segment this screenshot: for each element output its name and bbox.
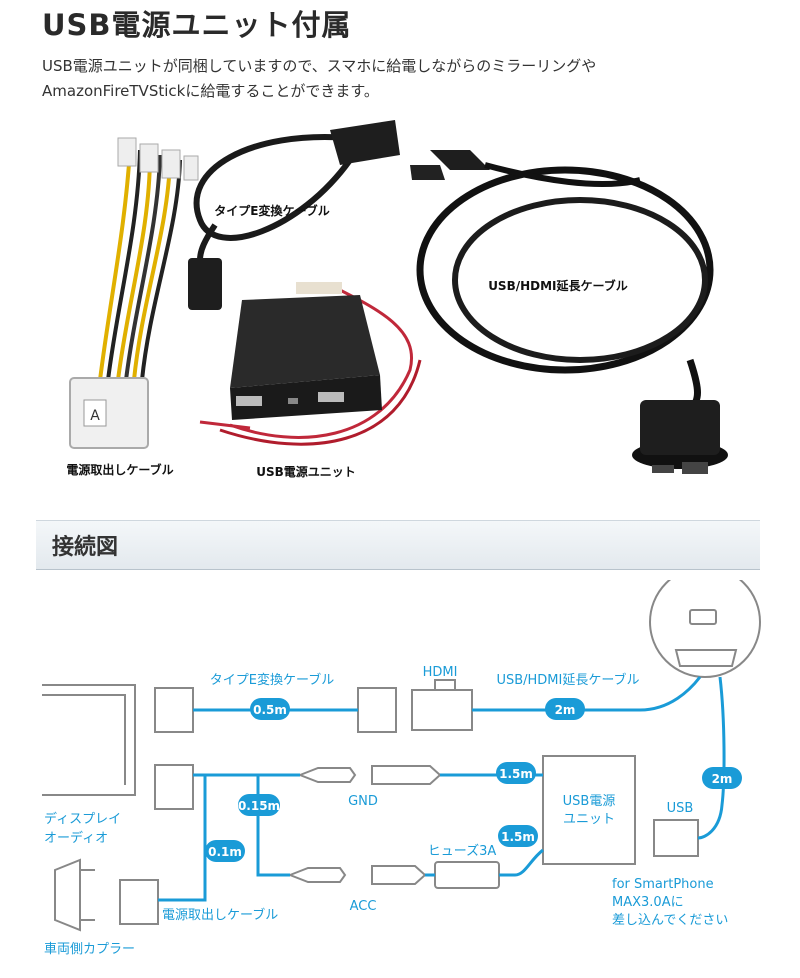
- section-header: 接続図: [36, 520, 760, 570]
- badge-01: 0.1m: [208, 845, 242, 859]
- display-inner: [42, 694, 126, 785]
- label-acc: ACC: [350, 899, 377, 914]
- label-hdmi: HDMI: [423, 665, 458, 680]
- gnd-plug: [371, 765, 442, 785]
- acc-terminal: [287, 867, 347, 883]
- unit-line-1: USB電源: [563, 794, 616, 809]
- type-e-right-box: [357, 687, 397, 733]
- length-badges: [205, 698, 742, 862]
- description-line-1: USB電源ユニットが同梱していますので、スマホに給電しながらのミラーリングや: [42, 57, 597, 75]
- label-type-e: タイプE変換ケーブル: [210, 672, 334, 688]
- display-outline: [42, 684, 136, 796]
- hdmi-box: [411, 689, 473, 731]
- label-power-cable: 電源取出しケーブル: [66, 462, 173, 477]
- badge-015: 0.15m: [238, 799, 280, 813]
- connection-diagram: 0.5m 2m 1.5m 0.15m 0.1m 1.5m 2m タイプE変換ケー…: [42, 580, 761, 957]
- description-line-2: AmazonFireTVStickに給電することができます。: [42, 82, 379, 100]
- type-e-left-box: [154, 687, 194, 733]
- cable-acc: [256, 775, 544, 877]
- smartphone-line-2: MAX3.0Aに: [612, 895, 684, 910]
- power-connector-box: [119, 879, 159, 925]
- badge-2m-right: 2m: [712, 772, 733, 786]
- badge-2m-top: 2m: [555, 703, 576, 717]
- acc-plug: [371, 865, 427, 885]
- faceplate-hdmi-slot: [674, 649, 738, 667]
- hdmi-plug: [434, 679, 456, 691]
- label-coupler: 車両側カプラー: [44, 942, 135, 957]
- page-title: USB電源ユニット付属: [42, 8, 352, 42]
- vehicle-coupler: [54, 858, 95, 932]
- smartphone-line-3: 差し込んでください: [612, 913, 728, 928]
- label-usb-unit: USB電源ユニット: [256, 464, 356, 479]
- cable-power: [158, 775, 207, 902]
- badge-15-gnd: 1.5m: [499, 767, 533, 781]
- faceplate-circle: [649, 580, 761, 678]
- label-fuse: ヒューズ3A: [428, 843, 497, 859]
- usb-hdmi-cable: [410, 150, 728, 474]
- section-title: 接続図: [52, 535, 119, 560]
- cable-usb-right: [697, 676, 726, 840]
- label-power-cable: 電源取出しケーブル: [162, 907, 278, 923]
- fuse-box: [434, 861, 500, 889]
- label-usb-hdmi-cable: USB/HDMI延長ケーブル: [488, 278, 628, 293]
- display-line-2: オーディオ: [44, 830, 108, 846]
- faceplate-usb-slot: [689, 609, 717, 625]
- product-photo: A タイプE変換ケーブル USB/HDMI延長ケーブル 電源取出しケーブル US…: [66, 120, 728, 479]
- smartphone-line-1: for SmartPhone: [612, 877, 714, 892]
- usb-power-unit: [199, 282, 422, 446]
- display-port-box: [154, 764, 194, 810]
- label-gnd: GND: [348, 794, 378, 809]
- display-line-1: ディスプレイ: [44, 811, 121, 827]
- unit-line-2: ユニット: [563, 812, 615, 827]
- label-type-e-cable: タイプE変換ケーブル: [214, 203, 329, 218]
- badge-05: 0.5m: [253, 703, 287, 717]
- usb-unit-box: [542, 755, 636, 865]
- type-e-cable: [188, 120, 400, 310]
- label-usb: USB: [667, 801, 694, 816]
- gnd-terminal: [297, 767, 357, 783]
- badge-15-fuse: 1.5m: [501, 830, 535, 844]
- label-usb-hdmi: USB/HDMI延長ケーブル: [496, 672, 639, 688]
- cable-faceplate: [639, 676, 702, 712]
- power-harness: A: [69, 137, 199, 449]
- description: USB電源ユニットが同梱していますので、スマホに給電しながらのミラーリングや A…: [42, 54, 596, 104]
- connector-letter: A: [90, 408, 100, 424]
- usb-plug-box: [653, 819, 699, 857]
